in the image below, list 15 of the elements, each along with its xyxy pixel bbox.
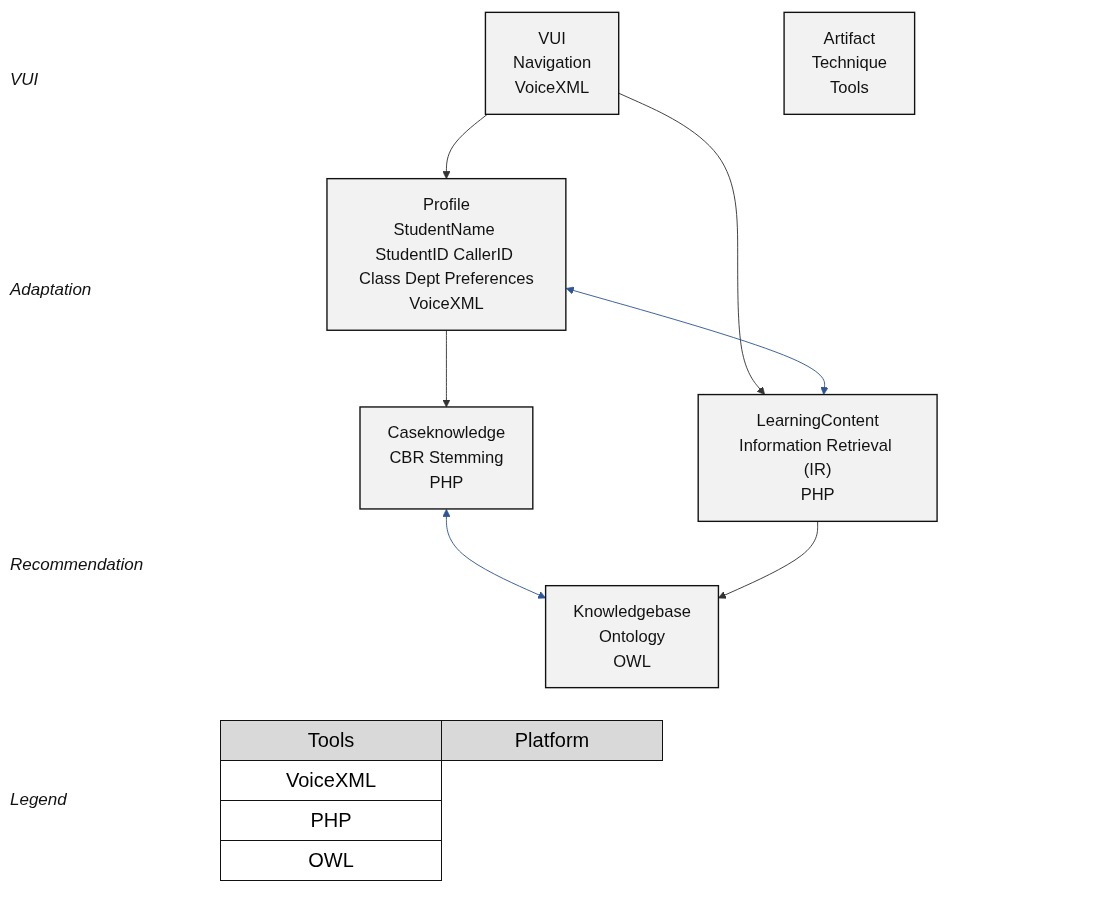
table-cell: VoiceXML <box>220 760 442 801</box>
node-box: Profile StudentName StudentID CallerID Class Dept Preferences VoiceXML <box>326 177 567 331</box>
table-cell: OWL <box>220 840 442 881</box>
node-box: Knowledgebase Ontology OWL <box>545 584 720 689</box>
column-header: Platform <box>441 720 663 761</box>
node-box: VUI Navigation VoiceXML <box>485 11 620 115</box>
row-label: Adaptation <box>10 280 92 300</box>
row-label: VUI <box>10 70 39 90</box>
node-box: LearningContent Information Retrieval (IR) PHP <box>697 393 939 523</box>
column-header: Tools <box>220 720 442 761</box>
node-box: Artifact Technique Tools <box>783 11 916 115</box>
table-cell: PHP <box>220 800 442 841</box>
node-box: Caseknowledge CBR Stemming PHP <box>359 406 534 510</box>
row-label: Legend <box>10 790 67 810</box>
row-label: Recommendation <box>10 555 144 575</box>
